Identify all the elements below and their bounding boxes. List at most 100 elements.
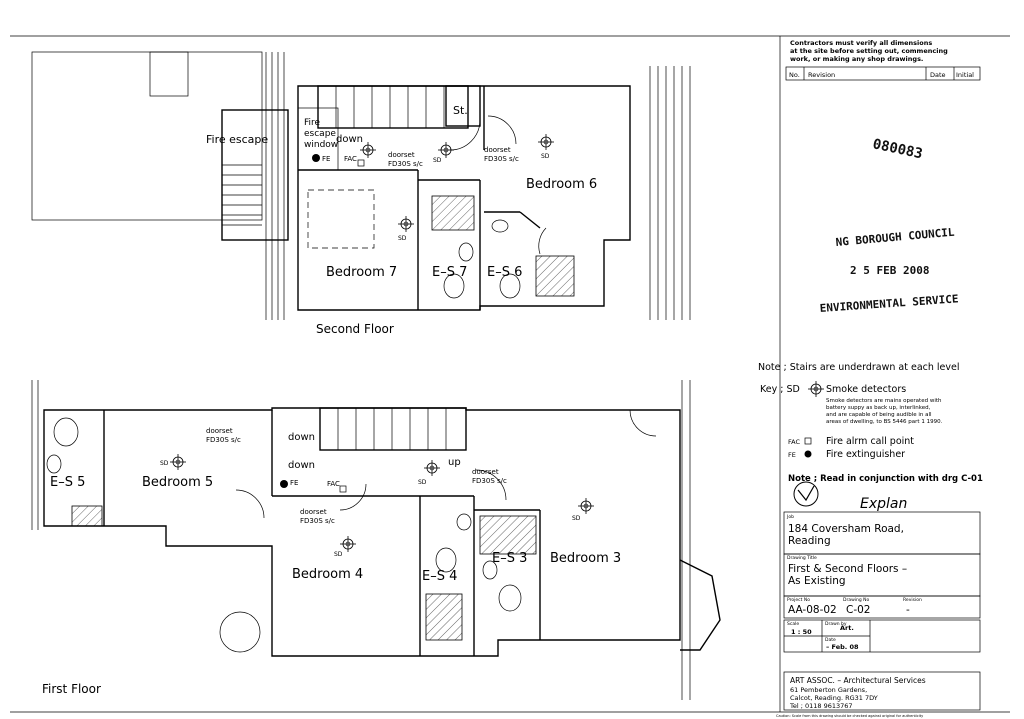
practice-address: Calcot, Reading. RG31 7DY <box>790 694 878 702</box>
key-sd-desc: and are capable of being audible in all <box>826 412 932 418</box>
fac-label: FAC <box>344 155 357 163</box>
doorset-label: doorset <box>300 508 327 516</box>
drawing-title-line: First & Second Floors – <box>788 563 907 575</box>
stair-well <box>317 85 469 129</box>
key-fe-label: Fire extinguisher <box>826 449 905 460</box>
key-sd-desc: areas of dwelling, to BS 5446 part 1 199… <box>826 419 943 425</box>
sd-label: SD <box>541 153 550 160</box>
basin-es6 <box>491 219 509 233</box>
tree-symbol <box>219 611 261 653</box>
key-label: Key ; SD <box>760 384 800 395</box>
doorset-label: doorset <box>472 468 499 476</box>
date-stamp: 2 5 FEB 2008 <box>850 264 929 277</box>
first-floor-outline <box>43 407 681 657</box>
key-sd-desc: Smoke detectors are mains operated with <box>826 398 942 404</box>
fac-label: FAC <box>327 480 340 488</box>
doorset-label: doorset <box>388 151 415 159</box>
doorset-label: FD30S s/c <box>206 436 241 444</box>
smoke-detector-icon <box>437 141 455 159</box>
bedroom-6-label: Bedroom 6 <box>526 177 597 192</box>
doorset-label: doorset <box>206 427 233 435</box>
ensuite-7-label: E–S 7 <box>432 265 467 280</box>
shower-es7 <box>431 195 475 231</box>
job-address-line: Reading <box>788 535 831 547</box>
practice-name: ART ASSOC. – Architectural Services <box>790 676 926 685</box>
shower-es4 <box>425 593 463 641</box>
first-floor-stair <box>319 407 467 451</box>
doorset-label: FD30S s/c <box>472 477 507 485</box>
first-floor-plan: Bedroom 5 Bedroom 4 Bedroom 3 E–S 5 E–S … <box>31 380 721 700</box>
smoke-detector-icon <box>169 453 187 471</box>
drawn-by-value: Art. <box>840 624 854 632</box>
smoke-detector-icon <box>807 380 825 398</box>
basin-es4 <box>456 513 472 531</box>
smoke-detector-icon <box>537 133 555 151</box>
sd-label: SD <box>398 235 407 242</box>
shower-es6 <box>535 255 575 297</box>
doorset-label: FD30S s/c <box>300 517 335 525</box>
party-wall-left <box>265 52 285 320</box>
reference-stamp: 080083 <box>871 136 924 162</box>
sd-label: SD <box>418 479 427 486</box>
key-fe-code: FE <box>788 451 796 459</box>
bedroom-5-label: Bedroom 5 <box>142 475 213 490</box>
first-floor-stair-treads <box>337 408 447 450</box>
key-fac-label: Fire alrm call point <box>826 436 914 447</box>
drawing-title-line: As Existing <box>788 575 846 587</box>
rev-header-revision: Revision <box>808 71 835 79</box>
council-stamp: NG BOROUGH COUNCIL <box>835 226 955 249</box>
key-fac-code: FAC <box>788 438 800 446</box>
ensuite-4-label: E–S 4 <box>422 569 457 584</box>
rev-header-date: Date <box>930 71 946 79</box>
wc-es6 <box>499 273 521 299</box>
bed-bedroom-7 <box>307 189 375 249</box>
contractor-note: work, or making any shop drawings. <box>790 55 923 63</box>
handwritten-note: Explan <box>860 496 907 512</box>
signature-mark <box>793 481 819 507</box>
second-floor-caption: Second Floor <box>316 322 394 336</box>
key-sd-desc: battery suppy as back up, interlinked, <box>826 405 931 411</box>
drawing-title-caption: Drawing Title <box>787 555 817 561</box>
doorset-label: doorset <box>484 146 511 154</box>
bedroom-4-label: Bedroom 4 <box>292 567 363 582</box>
rev-header-initial: Initial <box>956 71 974 79</box>
bedroom-3-label: Bedroom 3 <box>550 551 621 566</box>
smoke-detector-icon <box>577 497 595 515</box>
roof-outline <box>31 51 263 221</box>
revision-table <box>785 66 981 81</box>
shower-es3 <box>479 515 537 555</box>
stairs-note: Note ; Stairs are underdrawn at each lev… <box>758 362 960 373</box>
date-caption: Date <box>825 637 836 643</box>
drawing-number: C-02 <box>846 604 870 616</box>
basin-es5 <box>46 454 62 474</box>
fire-escape-window-recess <box>297 107 339 171</box>
date-value: – Feb. 08 <box>826 643 859 651</box>
fe-label: FE <box>322 155 330 163</box>
practice-phone: Tel ; 0118 9613767 <box>789 702 853 710</box>
fire-alarm-call-point-icon <box>804 437 812 445</box>
fire-alarm-call-point-icon <box>357 159 365 167</box>
read-in-conjunction-note: Note ; Read in conjunction with drg C-01 <box>788 474 983 484</box>
contractor-note: at the site before setting out, commenci… <box>790 47 948 55</box>
sd-label: SD <box>160 460 169 467</box>
bedroom-7-label: Bedroom 7 <box>326 265 397 280</box>
fire-extinguisher-icon <box>312 154 320 162</box>
drawn-caption: Drawn by <box>825 621 847 627</box>
practice-address: 61 Pemberton Gardens, <box>790 686 867 694</box>
revision-caption: Revision <box>903 597 922 603</box>
wc-es3 <box>498 584 522 612</box>
second-floor-plan: Fire escape Fire escape window down St. … <box>31 51 691 336</box>
sd-label: SD <box>572 515 581 522</box>
scale-caption: Scale <box>787 621 799 627</box>
wc-es4 <box>435 547 457 573</box>
shower-es5 <box>71 505 103 527</box>
sd-label: SD <box>433 157 442 164</box>
first-floor-caption: First Floor <box>42 682 101 696</box>
title-block: Contractors must verify all dimensions a… <box>758 36 983 718</box>
second-floor-outline <box>297 85 631 311</box>
footer-fine-print: Caution: Scale from this drawing should … <box>776 714 923 718</box>
service-stamp: ENVIRONMENTAL SERVICE <box>819 292 959 315</box>
ensuite-6-label: E–S 6 <box>487 265 522 280</box>
fe-label: FE <box>290 479 298 487</box>
